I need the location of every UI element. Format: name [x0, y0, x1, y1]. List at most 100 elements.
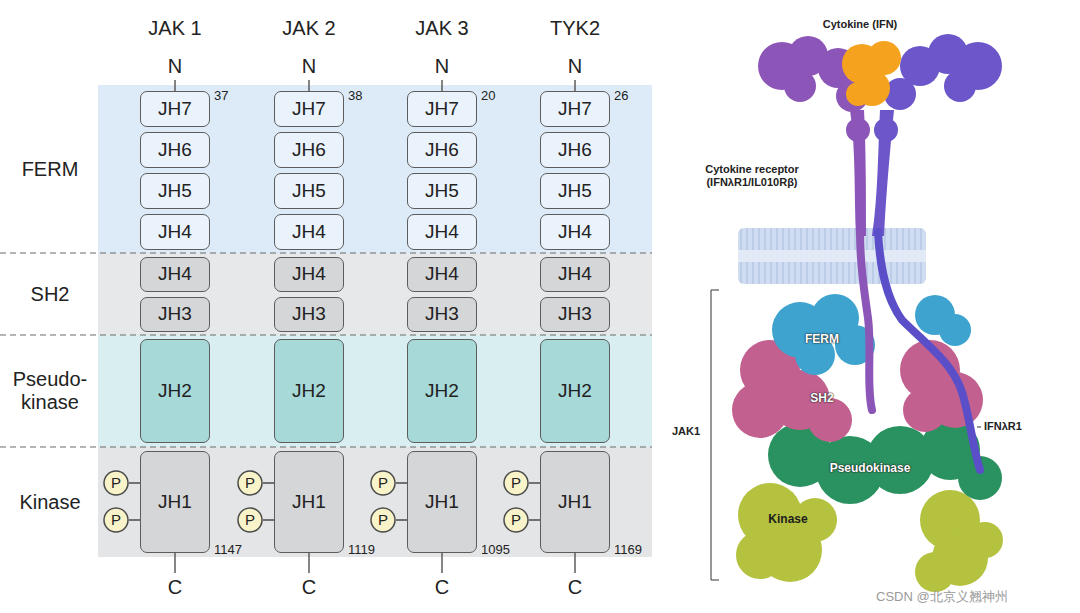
domain-label: JH4 [558, 264, 592, 285]
label-holder: C [168, 575, 182, 599]
receptor-tail [860, 232, 980, 470]
domain-box: JH4 [140, 257, 210, 292]
receptor-left-chain [758, 36, 870, 236]
domain-label: JH2 [558, 381, 592, 402]
domain-label: JH1 [292, 492, 326, 513]
domain-box: JH7 [407, 91, 477, 127]
domain-label: JH2 [158, 381, 192, 402]
domain-box: JH5 [140, 173, 210, 209]
label-holder: JAK 3 [415, 16, 468, 40]
domain-label: JH4 [425, 222, 459, 243]
label-holder: Kinase [768, 512, 807, 526]
domain-box: JH6 [274, 132, 344, 168]
membrane [738, 228, 926, 284]
domain-label: JH1 [425, 492, 459, 513]
receptor-tail [860, 232, 872, 410]
residue-number: 38 [348, 88, 362, 104]
cytokine-blob [854, 70, 890, 106]
domain-box: JH4 [540, 257, 610, 292]
domain-label: JH1 [558, 492, 592, 513]
domain-label: JH3 [558, 304, 592, 325]
domain-box: JH3 [540, 297, 610, 332]
domain-box: JH2 [540, 339, 610, 443]
domain-box: JH1 [407, 451, 477, 553]
domain-box: JH4 [274, 214, 344, 250]
pseudokinase-blob [768, 420, 1002, 504]
domain-label: JH6 [425, 140, 459, 161]
domain-label: JH2 [292, 381, 326, 402]
receptor-left-chain [846, 118, 870, 142]
phospho-circle: P [370, 507, 396, 533]
sh2-blob [740, 340, 800, 400]
domain-label: JH5 [558, 181, 592, 202]
label-holder: N [302, 54, 316, 78]
c-terminus: C [302, 575, 316, 599]
phospho-circle-outline [238, 508, 262, 532]
band-divider [0, 253, 652, 447]
label-holder: 20 [481, 88, 495, 104]
label-holder: 37 [214, 88, 228, 104]
receptor-left-chain [784, 70, 816, 102]
domain-label: JH5 [158, 181, 192, 202]
ferm-blob [915, 295, 955, 335]
receptor-left-chain [788, 36, 828, 76]
domain-label: JH4 [292, 264, 326, 285]
phospho-circle: P [370, 470, 396, 496]
n-terminus: N [568, 54, 582, 78]
residue-number: 1095 [481, 542, 510, 558]
label-holder: N [435, 54, 449, 78]
phospho-label: P [378, 475, 388, 492]
domain-box: JH4 [274, 257, 344, 292]
domain-label: JH4 [158, 222, 192, 243]
label-holder: IFNλR1 [984, 420, 1022, 433]
kinase-blob [932, 530, 988, 586]
cytokine-blob [842, 41, 901, 106]
phospho-circle-outline [504, 508, 528, 532]
domain-label: Kinase [768, 512, 807, 526]
label-holder: Cytokine (IFN) [823, 18, 898, 31]
n-terminus: N [168, 54, 182, 78]
phospho-circle: P [103, 507, 129, 533]
domain-label: FERM [805, 332, 839, 346]
phospho-circle: P [103, 470, 129, 496]
phospho-label: P [245, 475, 255, 492]
domain-box: JH3 [274, 297, 344, 332]
domain-label: JH4 [158, 264, 192, 285]
phospho-circle-outline [104, 471, 128, 495]
kinase-blob [736, 531, 784, 579]
phospho-label: P [511, 512, 521, 529]
receptor-right-chain [884, 78, 916, 110]
label-holder: SH2 [810, 391, 833, 405]
phospho-circle: P [237, 470, 263, 496]
label-holder: JAK1 [672, 425, 700, 438]
receptor-left-chain [836, 80, 868, 112]
phospho-circle-outline [371, 508, 395, 532]
phospho-label: P [245, 512, 255, 529]
domain-label: JH6 [292, 140, 326, 161]
domain-label: JH7 [558, 99, 592, 120]
domain-box: JH6 [540, 132, 610, 168]
receptor-right-chain [874, 118, 898, 142]
label-holder: N [168, 54, 182, 78]
domain-label: JH5 [425, 181, 459, 202]
domain-box: JH7 [274, 91, 344, 127]
cytokine-blob [867, 41, 901, 75]
domain-box: JH5 [274, 173, 344, 209]
residue-number: 1119 [348, 542, 375, 558]
domain-label: JH4 [425, 264, 459, 285]
label-holder: N [568, 54, 582, 78]
domain-label: JH7 [425, 99, 459, 120]
domain-box: JH4 [407, 214, 477, 250]
domain-box: JH1 [274, 451, 344, 553]
residue-number: 20 [481, 88, 495, 104]
membrane [738, 228, 926, 284]
phospho-circle-outline [371, 471, 395, 495]
membrane [738, 250, 926, 262]
domain-label: JH6 [558, 140, 592, 161]
pseudokinase-blob [866, 426, 934, 494]
domain-box: JH6 [140, 132, 210, 168]
n-terminus: N [302, 54, 316, 78]
label-holder: TYK2 [550, 16, 600, 40]
domain-box: JH1 [140, 451, 210, 553]
phospho-circle: P [503, 470, 529, 496]
